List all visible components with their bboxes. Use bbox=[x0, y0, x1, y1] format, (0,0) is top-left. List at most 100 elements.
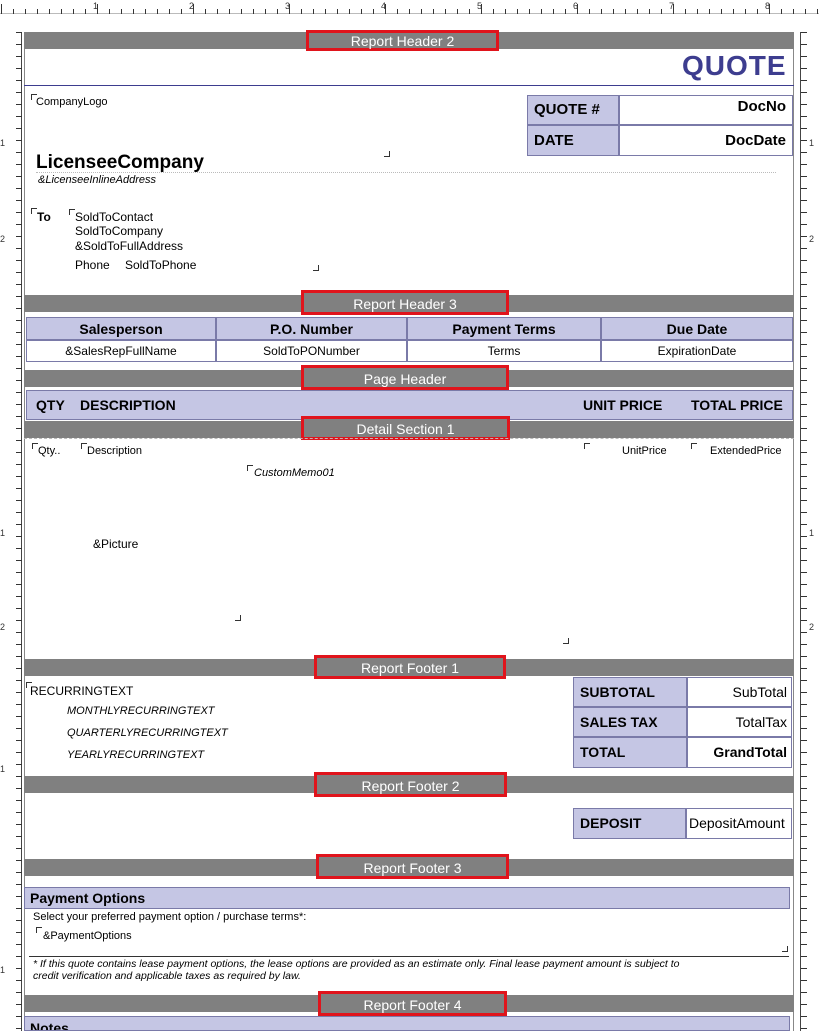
ruler-tick bbox=[16, 848, 22, 849]
company-logo-field[interactable]: CompanyLogo bbox=[36, 96, 108, 108]
section-label-report-footer-3[interactable]: Report Footer 3 bbox=[316, 854, 509, 879]
salesrep-field[interactable]: &SalesRepFullName bbox=[26, 340, 216, 362]
quarterly-recurring-field[interactable]: QUARTERLYRECURRINGTEXT bbox=[67, 727, 228, 739]
section-label-report-footer-1[interactable]: Report Footer 1 bbox=[314, 655, 506, 679]
ruler-tick bbox=[16, 692, 22, 693]
po-number-field[interactable]: SoldToPONumber bbox=[216, 340, 407, 362]
ruler-tick bbox=[16, 908, 22, 909]
total-tax-field[interactable]: TotalTax bbox=[687, 707, 792, 737]
doc-no-field[interactable]: DocNo bbox=[619, 95, 793, 125]
extended-price-field[interactable]: ExtendedPrice bbox=[710, 445, 782, 457]
section-label-report-header-3[interactable]: Report Header 3 bbox=[301, 290, 509, 315]
section-label-page-header[interactable]: Page Header bbox=[301, 365, 509, 390]
sold-to-address-field[interactable]: &SoldToFullAddress bbox=[75, 239, 184, 253]
quote-title[interactable]: QUOTE bbox=[682, 50, 787, 81]
section-label-report-header-2[interactable]: Report Header 2 bbox=[306, 30, 499, 51]
picture-field[interactable]: &Picture bbox=[93, 537, 139, 551]
sold-to-contact-field[interactable]: SoldToContact bbox=[75, 210, 154, 224]
ruler-tick bbox=[801, 932, 807, 933]
ruler-tick bbox=[801, 224, 807, 225]
ruler-number: 1 bbox=[0, 138, 6, 148]
monthly-recurring-field[interactable]: MONTHLYRECURRINGTEXT bbox=[67, 705, 215, 717]
ruler-tick bbox=[801, 440, 807, 441]
yearly-recurring-field[interactable]: YEARLYRECURRINGTEXT bbox=[67, 749, 205, 761]
unit-price-field[interactable]: UnitPrice bbox=[622, 445, 667, 457]
sold-to-phone-field[interactable]: SoldToPhone bbox=[125, 258, 197, 272]
ruler-tick bbox=[801, 572, 807, 573]
ruler-tick bbox=[325, 9, 326, 14]
ruler-tick bbox=[801, 152, 807, 153]
ruler-tick bbox=[16, 284, 22, 285]
ruler-tick bbox=[793, 9, 794, 14]
terms-field[interactable]: Terms bbox=[407, 340, 601, 362]
deposit-amount-field[interactable]: DepositAmount bbox=[686, 808, 792, 839]
ruler-tick bbox=[801, 596, 807, 597]
ruler-tick bbox=[16, 92, 22, 93]
ruler-tick bbox=[16, 260, 22, 261]
ruler-tick bbox=[16, 452, 22, 453]
description-field[interactable]: Description bbox=[87, 445, 143, 457]
ruler-tick bbox=[16, 872, 22, 873]
ruler-tick bbox=[16, 464, 22, 465]
ruler-tick bbox=[801, 416, 807, 417]
ruler-tick bbox=[16, 236, 22, 237]
ruler-tick bbox=[685, 9, 686, 14]
qty-column-header: QTY bbox=[36, 397, 65, 413]
ruler-tick bbox=[517, 9, 518, 14]
ruler-tick bbox=[469, 9, 470, 14]
ruler-tick bbox=[801, 920, 807, 921]
ruler-number: 2 bbox=[189, 1, 195, 11]
licensee-address-field[interactable]: &LicenseeInlineAddress bbox=[38, 174, 157, 186]
ruler-tick bbox=[801, 1028, 807, 1029]
qty-field[interactable]: Qty.. bbox=[38, 445, 61, 457]
ruler-tick bbox=[16, 992, 22, 993]
column-header-band bbox=[26, 390, 793, 420]
payment-options-title: Payment Options bbox=[24, 887, 790, 909]
ruler-tick bbox=[673, 4, 674, 14]
ruler-tick bbox=[16, 644, 22, 645]
ruler-tick bbox=[16, 176, 22, 177]
ruler-tick bbox=[801, 1004, 807, 1005]
custom-memo-field[interactable]: CustomMemo01 bbox=[254, 467, 335, 479]
ruler-tick bbox=[445, 9, 446, 14]
ruler-tick bbox=[801, 284, 807, 285]
ruler-tick bbox=[801, 236, 807, 237]
ruler-tick bbox=[16, 572, 22, 573]
ruler-tick bbox=[16, 860, 22, 861]
ruler-tick bbox=[16, 248, 22, 249]
expiration-date-field[interactable]: ExpirationDate bbox=[601, 340, 793, 362]
section-label-detail-section-1[interactable]: Detail Section 1 bbox=[301, 416, 510, 440]
payment-options-field[interactable]: &PaymentOptions bbox=[43, 930, 132, 942]
ruler-tick bbox=[16, 224, 22, 225]
ruler-tick bbox=[13, 9, 14, 14]
ruler-tick bbox=[801, 140, 807, 141]
subtotal-field[interactable]: SubTotal bbox=[687, 677, 792, 707]
ruler-tick bbox=[169, 9, 170, 14]
quote-number-label: QUOTE # bbox=[527, 95, 619, 125]
ruler-tick bbox=[801, 752, 807, 753]
section-label-report-footer-4[interactable]: Report Footer 4 bbox=[318, 991, 507, 1016]
ruler-tick bbox=[481, 4, 482, 14]
ruler-tick bbox=[801, 584, 807, 585]
sold-to-company-field[interactable]: SoldToCompany bbox=[75, 224, 164, 238]
ruler-tick bbox=[801, 524, 807, 525]
ruler-tick bbox=[801, 764, 807, 765]
licensee-company-field[interactable]: LicenseeCompany bbox=[36, 152, 204, 173]
section-label-report-footer-2[interactable]: Report Footer 2 bbox=[314, 772, 507, 797]
ruler-tick bbox=[397, 9, 398, 14]
ruler-tick bbox=[16, 404, 22, 405]
ruler-number: 6 bbox=[573, 1, 579, 11]
ruler-tick bbox=[16, 680, 22, 681]
ruler-tick bbox=[16, 932, 22, 933]
ruler-tick bbox=[373, 9, 374, 14]
grand-total-field[interactable]: GrandTotal bbox=[687, 737, 792, 768]
ruler-tick bbox=[801, 800, 807, 801]
ruler-tick bbox=[16, 212, 22, 213]
ruler-tick bbox=[801, 104, 807, 105]
ruler-tick bbox=[16, 380, 22, 381]
ruler-tick bbox=[16, 560, 22, 561]
recurring-text-field[interactable]: RECURRINGTEXT bbox=[30, 684, 134, 698]
doc-date-field[interactable]: DocDate bbox=[619, 125, 793, 156]
ruler-tick bbox=[181, 9, 182, 14]
ruler-tick bbox=[801, 860, 807, 861]
